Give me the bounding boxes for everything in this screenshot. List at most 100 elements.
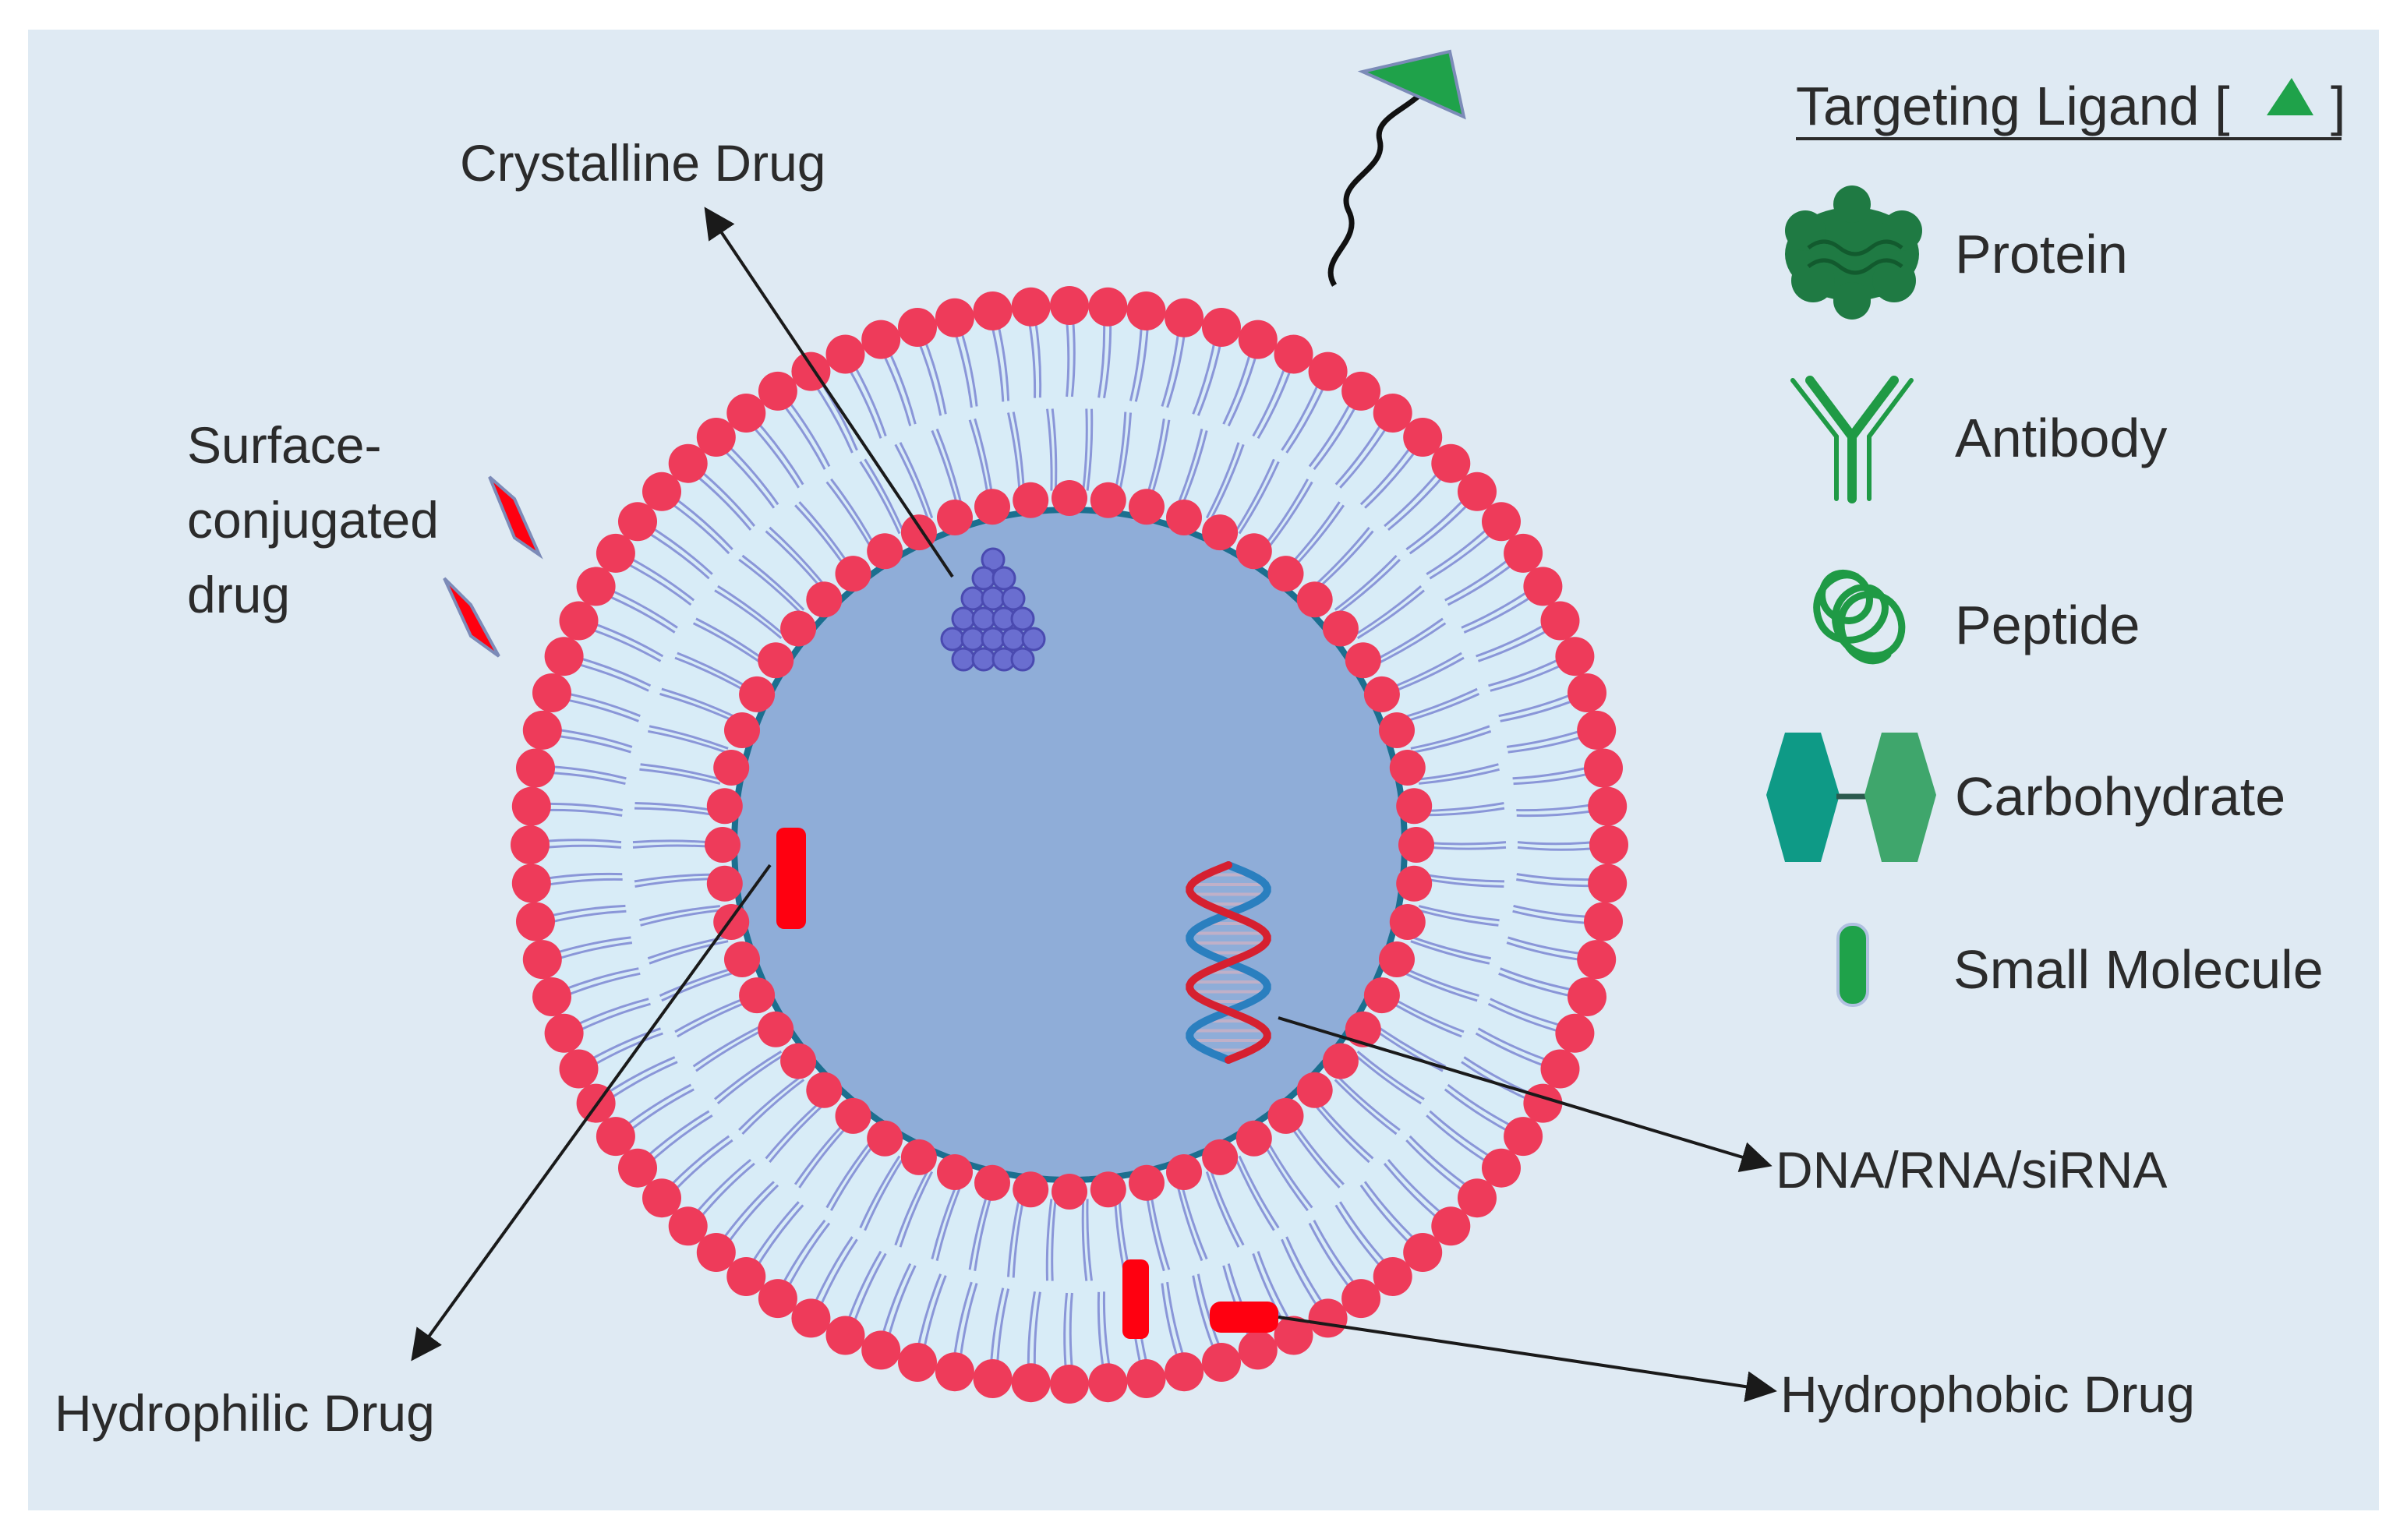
lipid-tail xyxy=(899,1171,934,1248)
lipid-head xyxy=(726,1257,766,1296)
lipid-head xyxy=(544,1013,584,1053)
annotation-arrows xyxy=(411,207,1777,1403)
lipid-tail xyxy=(1209,443,1245,521)
surface-conjugated-label-1: Surface- xyxy=(187,416,381,474)
lipid-head xyxy=(1129,489,1165,525)
lipid-head xyxy=(559,1049,599,1089)
lipid-head xyxy=(1379,941,1415,977)
lipid-tail xyxy=(649,725,729,750)
lipid-tail xyxy=(864,458,905,532)
lipid-head xyxy=(1588,786,1628,826)
targeting-ligand xyxy=(1327,49,1466,287)
lipid-tail xyxy=(1175,429,1204,507)
lipid-head xyxy=(522,940,562,980)
lipid-tail xyxy=(1086,1199,1093,1281)
lipid-tail xyxy=(640,909,721,927)
lipid-head xyxy=(1403,1233,1443,1272)
lipid-tail xyxy=(1205,442,1240,519)
peptide-icon xyxy=(1813,569,1906,665)
lipid-head xyxy=(1202,1139,1239,1175)
lipid-head xyxy=(1267,1097,1304,1134)
lipid-head xyxy=(1379,712,1415,748)
lipid-head xyxy=(706,788,743,825)
crystalline-drug-icon xyxy=(940,547,1046,672)
lipid-head xyxy=(1341,371,1381,411)
lipid-head xyxy=(1577,710,1617,750)
lipid-tail xyxy=(1417,909,1499,927)
lipid-tail xyxy=(692,1023,765,1068)
protein-icon xyxy=(1785,185,1922,320)
lipid-tail xyxy=(1400,687,1478,720)
dna-icon xyxy=(1186,861,1271,1064)
lipid-head xyxy=(898,1343,937,1382)
dna-arrow xyxy=(1278,1016,1773,1172)
lipid-head xyxy=(1589,825,1628,864)
lipid-tail xyxy=(1051,1199,1057,1281)
lipid-head xyxy=(1165,1352,1204,1392)
lipid-head xyxy=(1090,482,1126,518)
lipid-tail xyxy=(1423,807,1505,817)
lipid-tail xyxy=(1334,1079,1398,1136)
lipid-head xyxy=(1088,1363,1128,1403)
lipid-head xyxy=(1396,865,1433,902)
legend-label-small-molecule: Small Molecule xyxy=(1953,939,2324,1000)
lipid-tail xyxy=(738,1076,802,1131)
lipid-tail xyxy=(741,1079,805,1136)
liposome xyxy=(511,286,1628,1404)
lipid-head xyxy=(835,1097,871,1134)
lipid-tail xyxy=(639,905,720,922)
lipid-head xyxy=(1267,556,1304,592)
lipid-tail xyxy=(1082,408,1088,491)
lipid-head xyxy=(1238,1330,1278,1370)
lipid-tail xyxy=(716,1054,785,1105)
hydrophobic-drug-icon xyxy=(1210,1302,1278,1333)
lipid-head xyxy=(1345,1011,1381,1047)
lipid-head xyxy=(806,1072,843,1108)
hydrophilic-arrow xyxy=(411,864,772,1362)
lipid-head xyxy=(835,556,871,592)
lipid-head xyxy=(1308,1298,1348,1338)
lipid-head xyxy=(724,712,760,748)
lipid-head xyxy=(937,500,973,535)
lipid-head xyxy=(1555,637,1595,676)
lipid-head xyxy=(1129,1164,1165,1201)
lipid-head xyxy=(1482,1148,1521,1188)
lipid-tail xyxy=(1337,559,1401,614)
lipid-head xyxy=(1523,1083,1563,1123)
lipid-head xyxy=(1202,514,1239,551)
lipid-head xyxy=(1523,567,1563,606)
lipid-head xyxy=(1166,500,1202,535)
lipid-tail xyxy=(899,442,934,518)
lipid-head xyxy=(1577,940,1617,980)
lipid-head xyxy=(758,642,794,679)
lipid-tail xyxy=(1423,873,1505,883)
lipid-head xyxy=(1202,1343,1241,1382)
lipid-head xyxy=(511,786,551,826)
lipid-tail xyxy=(648,729,728,754)
lipid-head xyxy=(1322,610,1359,647)
lipid-head xyxy=(867,1120,903,1157)
lipid-head xyxy=(618,1148,657,1188)
lipid-head xyxy=(532,977,571,1016)
lipid-head xyxy=(1568,977,1606,1016)
dna-rna-label: DNA/RNA/siRNA xyxy=(1776,1141,2167,1199)
lipid-head xyxy=(1431,443,1471,483)
lipid-tail xyxy=(935,1182,963,1261)
lipid-head xyxy=(1363,676,1400,712)
lipid-head xyxy=(668,1206,708,1246)
lipid-tail xyxy=(1374,622,1447,666)
lipid-head xyxy=(1540,1049,1580,1089)
lipid-tail xyxy=(1046,408,1053,491)
lipid-head xyxy=(1504,533,1543,573)
lipid-tail xyxy=(649,940,729,965)
lipid-head xyxy=(1345,642,1381,679)
lipid-head xyxy=(544,637,584,676)
lipid-tail xyxy=(1238,1155,1280,1229)
lipid-tail xyxy=(1205,1171,1240,1248)
lipid-tail xyxy=(1234,1157,1275,1231)
lipid-head xyxy=(1238,320,1278,359)
lipid-head xyxy=(516,748,555,788)
lipid-head xyxy=(618,502,657,542)
lipid-tail xyxy=(661,687,739,719)
